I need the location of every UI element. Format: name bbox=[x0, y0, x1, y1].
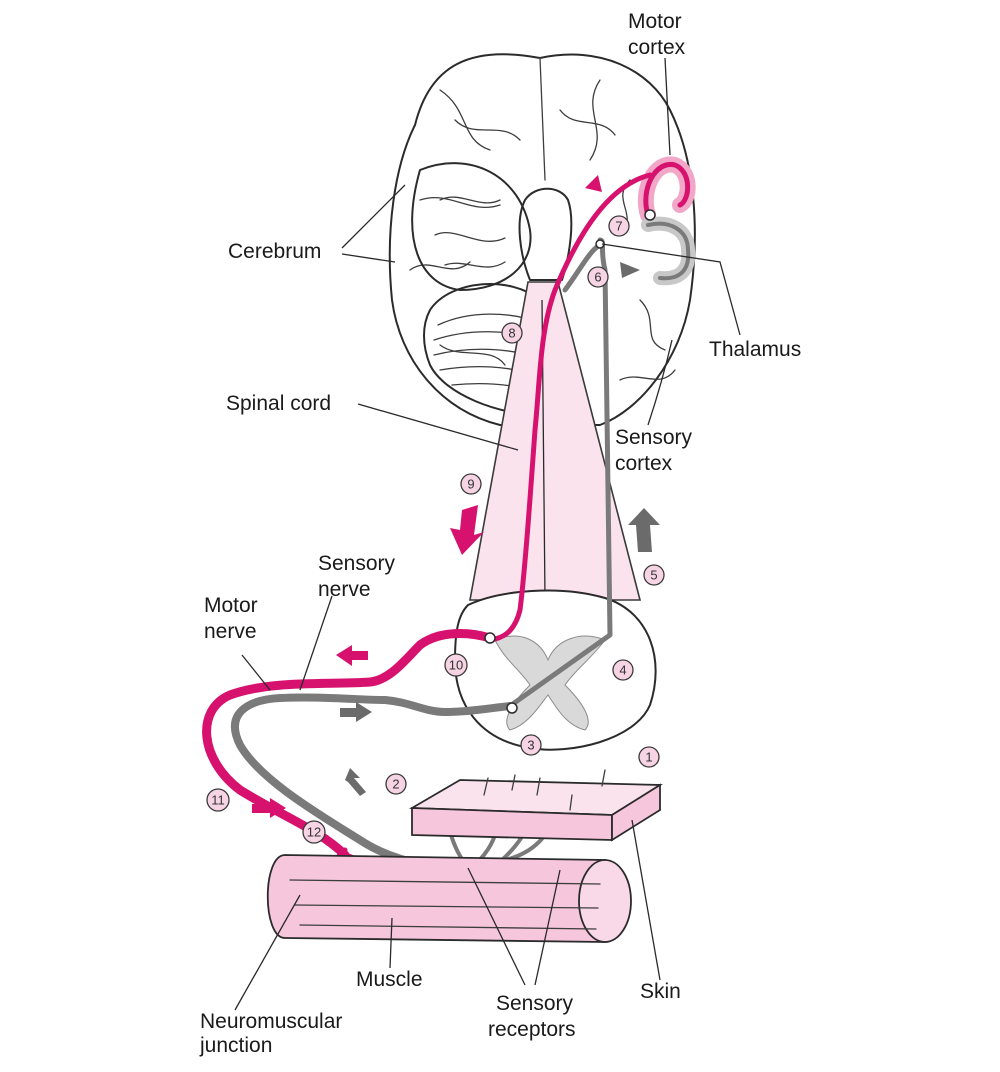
label-motor-cortex-line2: cortex bbox=[628, 36, 686, 59]
step-marker-4: 4 bbox=[612, 659, 634, 681]
muscle-end bbox=[578, 859, 632, 943]
direction-arrows bbox=[252, 172, 660, 818]
svg-text:4: 4 bbox=[619, 663, 626, 678]
label-sensory-cortex-line2: cortex bbox=[615, 452, 673, 475]
label-cerebrum: Cerebrum bbox=[228, 240, 321, 263]
step-marker-7: 7 bbox=[608, 215, 630, 237]
arrow-motor-left-icon bbox=[336, 645, 368, 666]
svg-text:1: 1 bbox=[645, 750, 652, 765]
label-neuromuscular-junction-line2: junction bbox=[199, 1034, 272, 1057]
temporal-lobe bbox=[411, 162, 532, 291]
label-motor-cortex: Motor bbox=[628, 10, 682, 33]
label-sensory-cortex: Sensory bbox=[615, 426, 693, 449]
step-marker-5: 5 bbox=[643, 564, 665, 586]
step-markers: 1 2 3 4 5 6 7 8 9 10 11 12 bbox=[206, 215, 665, 844]
label-thalamus: Thalamus bbox=[709, 338, 801, 361]
muscle-cylinder bbox=[266, 854, 632, 943]
brainstem bbox=[518, 187, 573, 281]
svg-text:9: 9 bbox=[467, 477, 474, 492]
svg-text:3: 3 bbox=[527, 738, 534, 753]
label-sensory-nerve-line2: nerve bbox=[318, 578, 371, 601]
arrow-sensory-big-icon bbox=[628, 508, 660, 552]
arrow-sensory-up-icon bbox=[345, 768, 366, 796]
arrow-sensory-right-icon bbox=[340, 702, 372, 722]
brain-midline bbox=[539, 57, 546, 181]
svg-text:12: 12 bbox=[307, 825, 321, 840]
svg-text:10: 10 bbox=[449, 658, 463, 673]
skin-block bbox=[408, 769, 664, 842]
step-marker-2: 2 bbox=[385, 773, 407, 795]
arrow-motor-big-icon bbox=[450, 505, 484, 555]
step-marker-6: 6 bbox=[587, 266, 609, 288]
arrow-sensory-icon bbox=[620, 262, 640, 278]
svg-text:6: 6 bbox=[594, 270, 601, 285]
spinal-cord bbox=[469, 281, 642, 601]
label-sensory-nerve: Sensory bbox=[318, 552, 396, 575]
labels: Motor cortex Cerebrum Thalamus Spinal co… bbox=[199, 10, 801, 1057]
synapse-node bbox=[506, 702, 518, 714]
step-marker-11: 11 bbox=[206, 788, 230, 812]
synapse-node bbox=[644, 209, 656, 221]
label-motor-nerve: Motor bbox=[204, 594, 258, 617]
brain-outline bbox=[388, 53, 696, 426]
step-marker-12: 12 bbox=[302, 820, 326, 844]
step-marker-1: 1 bbox=[638, 746, 660, 768]
label-neuromuscular-junction: Neuromuscular bbox=[200, 1010, 342, 1033]
synapse-node bbox=[484, 632, 496, 644]
step-marker-9: 9 bbox=[460, 473, 482, 495]
label-sensory-receptors-line2: receptors bbox=[488, 1018, 576, 1041]
label-muscle: Muscle bbox=[356, 968, 423, 991]
label-spinal-cord: Spinal cord bbox=[226, 392, 331, 415]
leader-lines bbox=[234, 57, 741, 1011]
label-motor-nerve-line2: nerve bbox=[204, 620, 257, 643]
svg-text:7: 7 bbox=[615, 219, 622, 234]
svg-text:5: 5 bbox=[650, 568, 657, 583]
step-marker-3: 3 bbox=[520, 734, 542, 756]
svg-text:11: 11 bbox=[211, 793, 225, 808]
step-marker-10: 10 bbox=[444, 653, 468, 677]
svg-text:8: 8 bbox=[508, 326, 515, 341]
step-marker-8: 8 bbox=[501, 322, 523, 344]
label-skin: Skin bbox=[640, 980, 681, 1003]
label-sensory-receptors: Sensory bbox=[496, 992, 574, 1015]
arrow-motor-right-icon bbox=[252, 798, 286, 818]
arrow-motor-down-icon bbox=[585, 172, 608, 192]
svg-text:2: 2 bbox=[392, 777, 399, 792]
